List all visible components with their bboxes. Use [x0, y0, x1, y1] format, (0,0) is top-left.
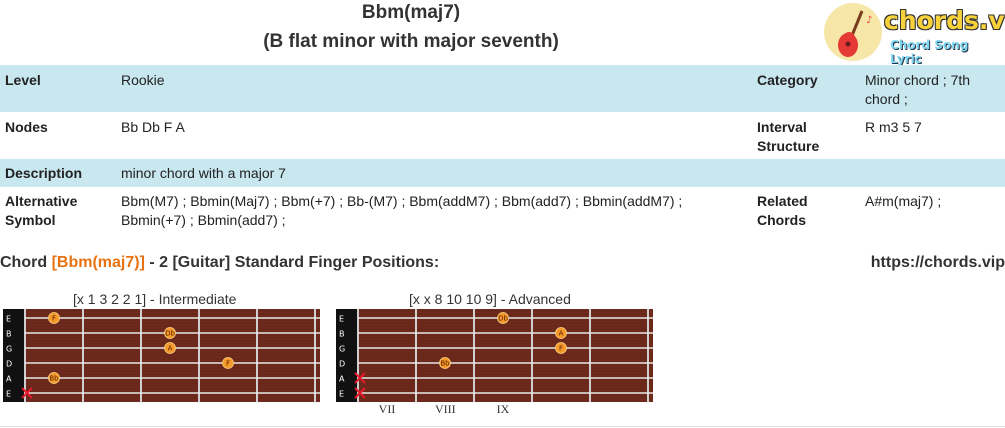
category-label: Category	[752, 65, 860, 112]
interval-value: R m3 5 7	[865, 119, 922, 135]
finger-marker[interactable]: Bb	[48, 372, 60, 384]
finger-marker[interactable]: F	[555, 342, 567, 354]
string-label: G	[6, 345, 12, 354]
chord-positions-heading: Chord [Bbm(maj7)] - 2 [Guitar] Standard …	[0, 254, 439, 272]
chord-subtitle: (B flat minor with major seventh)	[263, 31, 559, 52]
fretboard-wood	[336, 309, 653, 402]
string-label: B	[6, 330, 12, 339]
string-label: B	[339, 330, 345, 339]
finger-marker[interactable]: Bb	[439, 357, 451, 369]
string-label: D	[339, 360, 345, 369]
fret-wire	[473, 309, 475, 402]
muted-string-icon	[354, 372, 366, 384]
finger-note-label: Bb	[440, 360, 450, 368]
site-logo[interactable]: ♪ chords.vip Chord Song Lyric	[824, 3, 1005, 66]
guitar-icon: ♪	[824, 3, 882, 61]
string-label: A	[6, 375, 12, 384]
nut	[3, 309, 25, 402]
level-label: Level	[0, 65, 116, 112]
finger-note-label: F	[226, 360, 230, 368]
fret-wire	[82, 309, 84, 402]
diagram-1-caption: [x 1 3 2 2 1] - Intermediate	[73, 291, 237, 307]
info-row-alternative: Alternative Symbol Bbm(M7) ; Bbmin(Maj7)…	[0, 187, 1005, 246]
fret-wire	[589, 309, 591, 402]
info-row-description: Description minor chord with a major 7	[0, 159, 1005, 187]
finger-note-label: F	[559, 345, 563, 353]
category-value: Minor chord ; 7th chord ;	[860, 65, 1005, 112]
fret-number: VII	[378, 402, 396, 416]
finger-note-label: A	[559, 330, 564, 338]
muted-string-icon	[354, 387, 366, 399]
logo-wordmark: chords.vip	[884, 6, 1005, 35]
finger-note-label: Bb	[49, 375, 59, 383]
info-row-nodes: Nodes Bb Db F A Interval Structure R m3 …	[0, 112, 1005, 159]
chord-name-link[interactable]: [Bbm(maj7)]	[51, 254, 145, 271]
finger-note-label: F	[52, 315, 56, 323]
fret-wire	[314, 309, 316, 402]
fret-wire	[256, 309, 258, 402]
alt-symbol-label: Alternative Symbol	[5, 193, 78, 228]
chord-prefix: Chord	[0, 254, 48, 271]
fret-wire	[357, 309, 359, 402]
string-label: D	[6, 360, 12, 369]
fretboard-wood	[3, 309, 320, 402]
nut	[336, 309, 358, 402]
chord-title: Bbm(maj7)	[361, 2, 461, 23]
nodes-value: Bb Db F A	[121, 119, 185, 135]
fret-wire	[415, 309, 417, 402]
fret-wire	[647, 309, 649, 402]
diagram-2-caption: [x x 8 10 10 9] - Advanced	[409, 291, 571, 307]
related-chords-value[interactable]: A#m(maj7) ;	[865, 193, 942, 209]
alt-symbol-value: Bbm(M7) ; Bbmin(Maj7) ; Bbm(+7) ; Bb-(M7…	[121, 193, 683, 228]
site-url[interactable]: https://chords.vip	[870, 254, 1005, 271]
string-label: E	[6, 390, 11, 399]
fret-number: IX	[496, 402, 510, 416]
bottom-divider	[0, 426, 1005, 427]
string-label: E	[6, 315, 11, 324]
chord-positions-suffix: - 2 [Guitar] Standard Finger Positions:	[149, 254, 440, 271]
finger-note-label: A	[168, 345, 173, 353]
fret-wire	[531, 309, 533, 402]
finger-marker[interactable]: Db	[497, 312, 509, 324]
description-label: Description	[0, 159, 116, 187]
string-label: E	[339, 315, 344, 324]
finger-marker[interactable]: F	[48, 312, 60, 324]
string-label: G	[339, 345, 345, 354]
finger-marker[interactable]: F	[222, 357, 234, 369]
nodes-label: Nodes	[5, 119, 48, 135]
related-chords-label: Related Chords	[757, 193, 808, 228]
finger-note-label: Db	[165, 330, 175, 338]
muted-string-icon	[21, 387, 33, 399]
interval-label: Interval Structure	[757, 119, 820, 154]
fret-wire	[198, 309, 200, 402]
fret-wire	[140, 309, 142, 402]
description-value: minor chord with a major 7	[116, 159, 1005, 187]
finger-marker[interactable]: A	[164, 342, 176, 354]
string-label: E	[339, 390, 344, 399]
svg-text:♪: ♪	[866, 15, 872, 26]
info-row-level: Level Rookie Category Minor chord ; 7th …	[0, 65, 1005, 112]
fret-wire	[24, 309, 26, 402]
level-value: Rookie	[116, 65, 752, 112]
string-label: A	[339, 375, 345, 384]
logo-tagline: Chord Song Lyric	[890, 38, 969, 66]
chord-info-table: Level Rookie Category Minor chord ; 7th …	[0, 65, 1005, 246]
finger-marker[interactable]: Db	[164, 327, 176, 339]
finger-note-label: Db	[498, 315, 508, 323]
finger-marker[interactable]: A	[555, 327, 567, 339]
fret-number: VIII	[435, 402, 456, 416]
